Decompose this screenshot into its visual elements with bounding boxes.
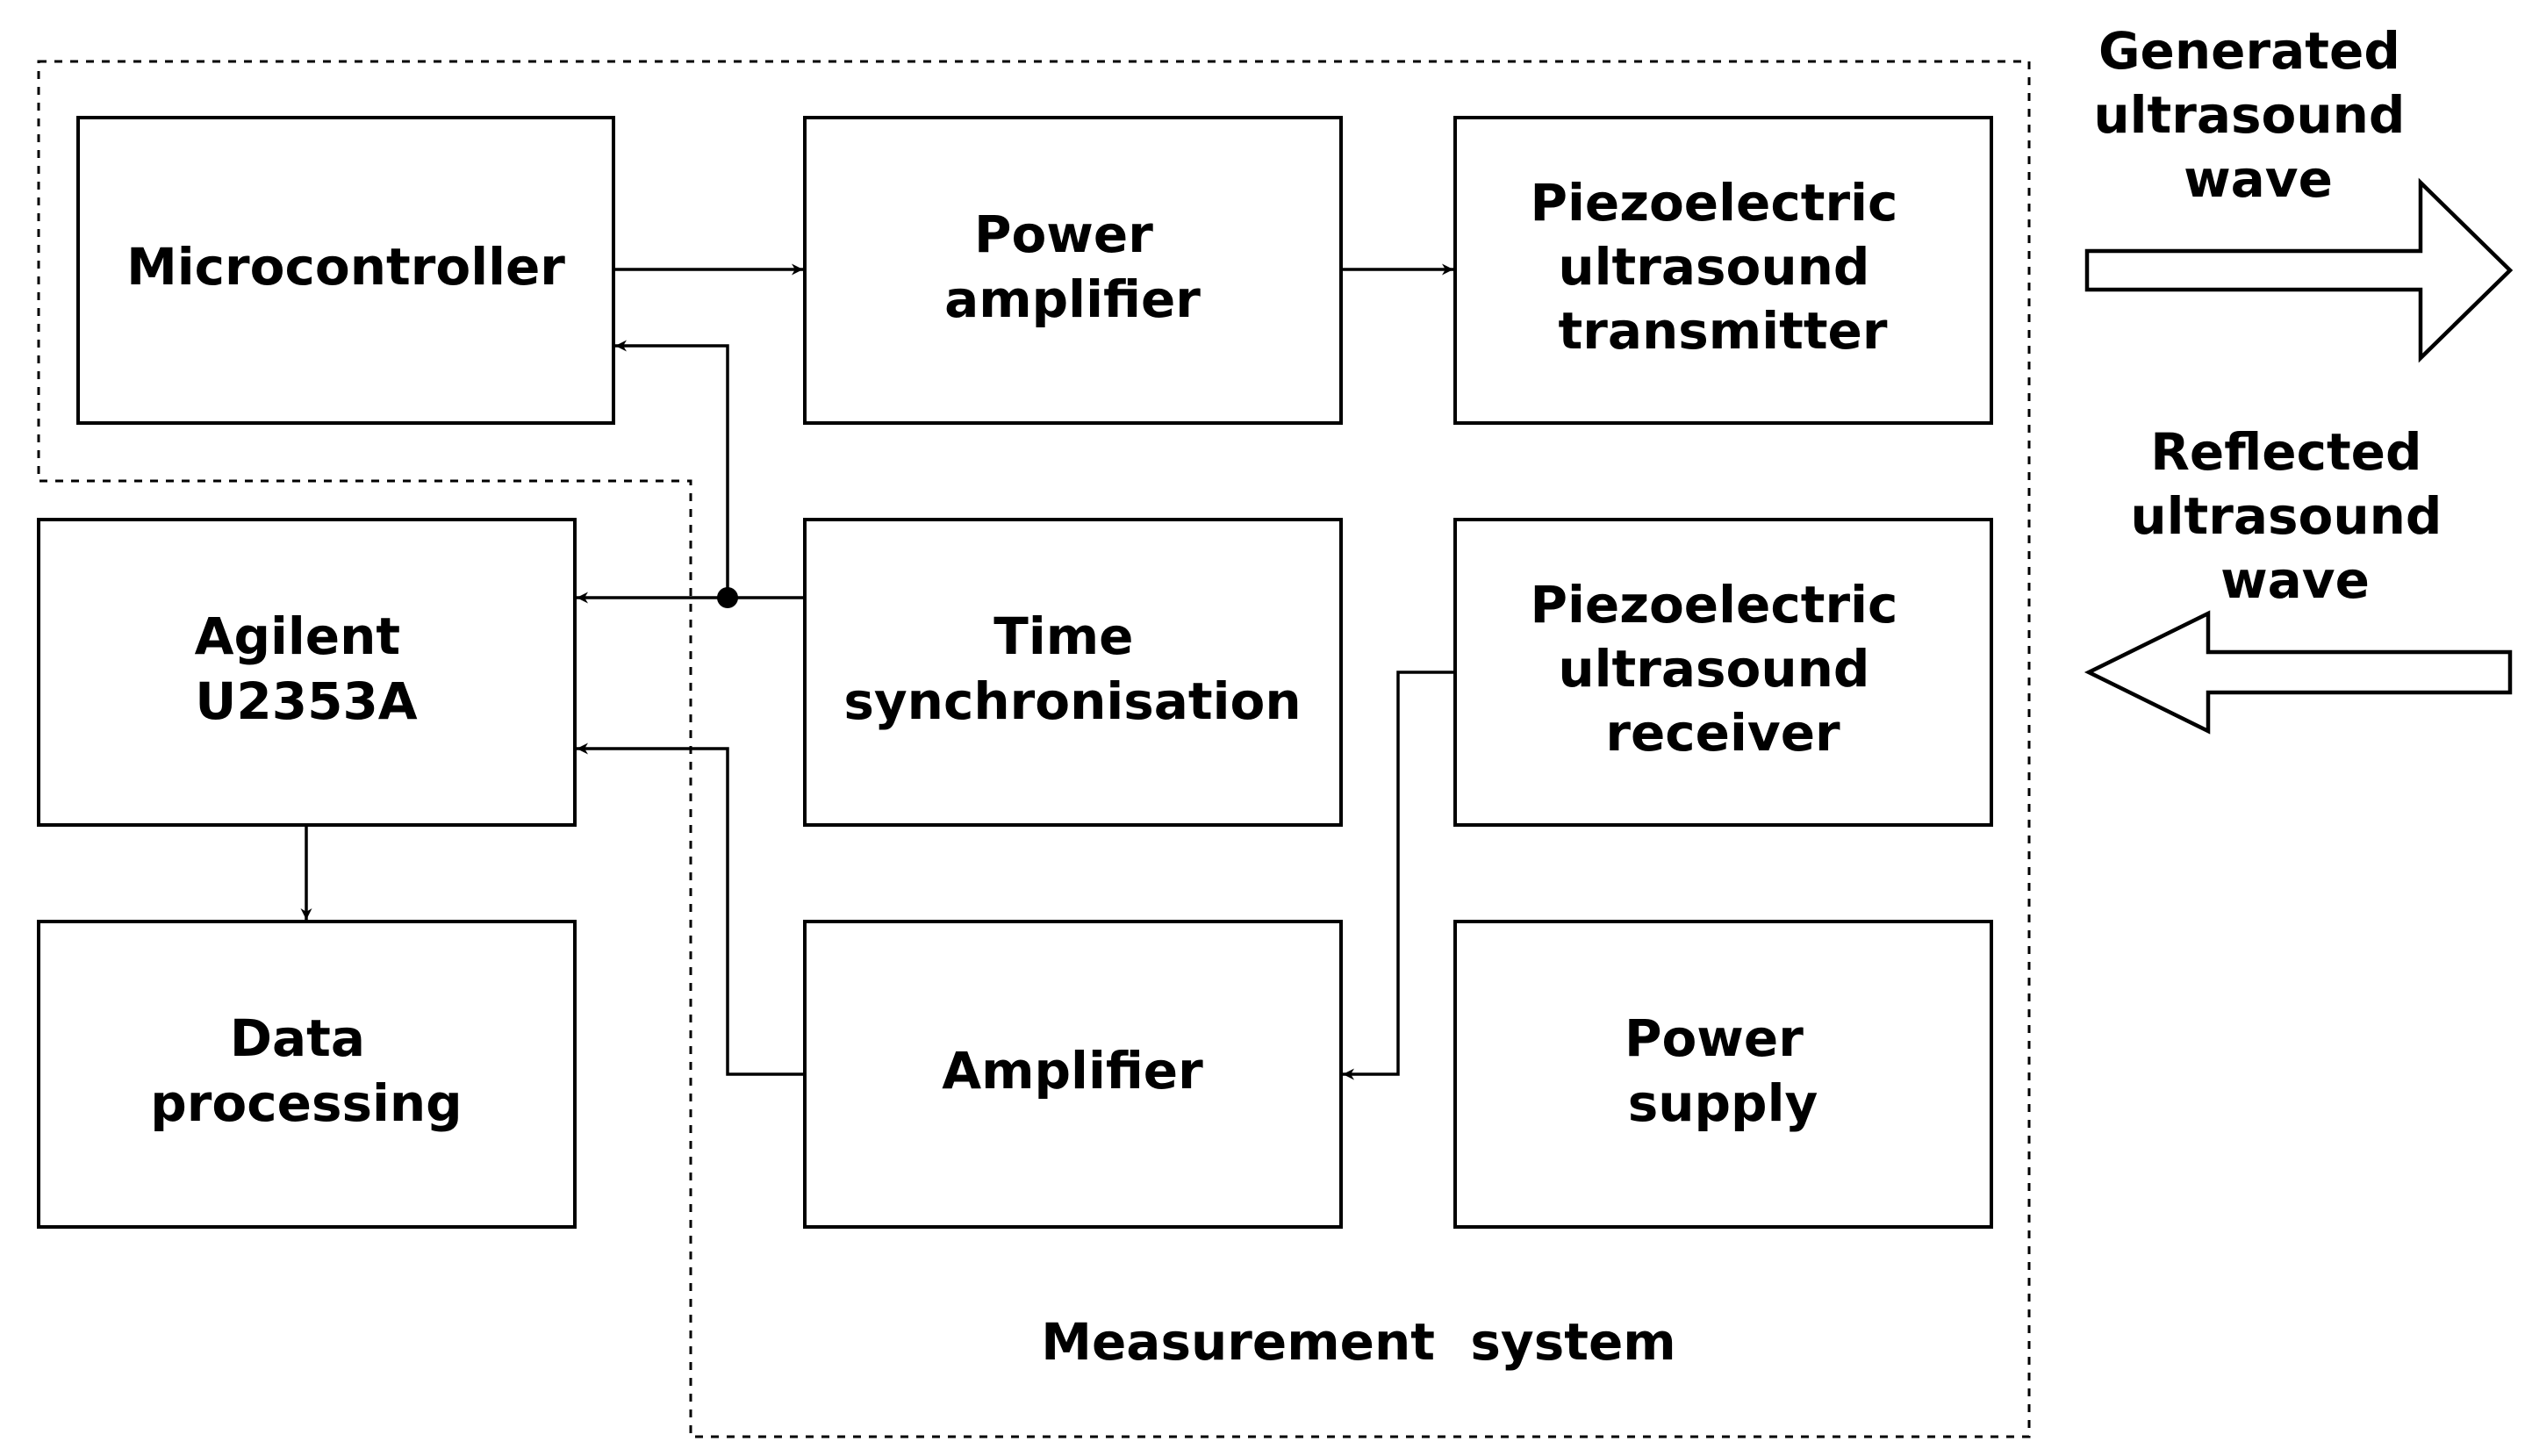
reflected-wave-arrow-icon — [2084, 610, 2513, 735]
generated-wave-label: Generated ultrasound wave — [2093, 21, 2422, 209]
generated-wave-arrow-icon — [2084, 177, 2514, 363]
power-amplifier-block — [803, 116, 1343, 425]
power-supply-label: Power supply — [1625, 1008, 1821, 1133]
agilent-label: Agilent U2353A — [195, 606, 419, 731]
receiver-block — [1453, 518, 1993, 827]
transmitter-label: Piezoelectric ultrasound transmitter — [1530, 173, 1915, 361]
measurement-system-boundary — [37, 60, 2031, 1438]
data-processing-label: Data processing — [150, 1008, 462, 1133]
power-amplifier-label: Power amplifier — [944, 204, 1201, 329]
power-supply-block — [1453, 920, 1993, 1229]
amplifier-label: Amplifier — [942, 1041, 1203, 1101]
measurement-system-label: Measurement system — [1041, 1312, 1675, 1372]
amplifier-block — [803, 920, 1343, 1229]
reflected-wave-label: Reflected ultrasound wave — [2130, 422, 2459, 610]
transmitter-block — [1453, 116, 1993, 425]
time-sync-to-microcontroller-connector — [615, 340, 729, 598]
data-processing-block — [37, 920, 577, 1229]
amplifier-to-agilent-connector — [577, 742, 805, 1076]
junction-dot — [717, 587, 738, 608]
time-sync-label: Time synchronisation — [843, 606, 1301, 731]
receiver-to-amplifier-connector — [1343, 671, 1455, 1080]
microcontroller-block — [76, 116, 615, 425]
microcontroller-label: Microcontroller — [126, 237, 565, 297]
receiver-label: Piezoelectric ultrasound receiver — [1530, 575, 1915, 763]
time-sync-block — [803, 518, 1343, 827]
